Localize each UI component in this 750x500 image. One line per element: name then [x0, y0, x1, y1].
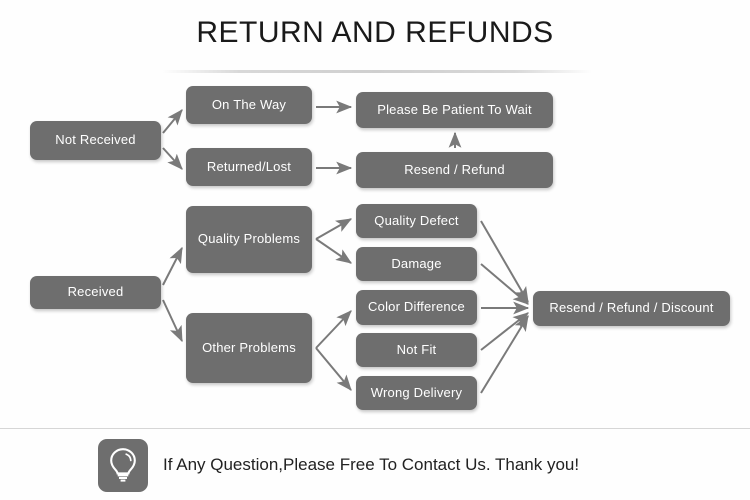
edge-not-received-to-returned-lost — [162, 147, 183, 170]
title-divider — [162, 70, 592, 73]
edge-not-fit-to-final — [480, 312, 529, 351]
node-resend-refund[interactable]: Resend / Refund — [356, 152, 553, 188]
node-quality-problems[interactable]: Quality Problems — [186, 206, 312, 273]
footer-message: If Any Question,Please Free To Contact U… — [163, 455, 580, 474]
lightbulb-icon — [98, 438, 148, 492]
node-received[interactable]: Received — [30, 276, 161, 309]
edge-other-problems-to-wrong-delivery — [315, 347, 352, 391]
node-returned-lost[interactable]: Returned/Lost — [186, 148, 312, 186]
node-wrong-delivery[interactable]: Wrong Delivery — [356, 376, 477, 410]
node-please-be-patient-to-wait[interactable]: Please Be Patient To Wait — [356, 92, 553, 128]
edge-quality-problems-to-quality-defect — [315, 218, 353, 240]
node-resend-refund-discount[interactable]: Resend / Refund / Discount — [533, 291, 730, 326]
node-color-difference[interactable]: Color Difference — [356, 290, 477, 325]
edge-wrong-delivery-to-final — [480, 314, 529, 394]
page-title: RETURN AND REFUNDS — [196, 16, 554, 49]
node-damage[interactable]: Damage — [356, 247, 477, 281]
node-not-received[interactable]: Not Received — [30, 121, 161, 160]
node-on-the-way[interactable]: On The Way — [186, 86, 312, 124]
edge-not-received-to-on-the-way — [162, 109, 183, 134]
edge-quality-defect-to-final — [480, 220, 529, 304]
footer: If Any Question,Please Free To Contact U… — [98, 437, 698, 493]
edge-damage-to-final — [480, 263, 529, 305]
edge-quality-problems-to-damage — [315, 238, 352, 264]
edge-other-problems-to-color-difference — [315, 310, 352, 349]
footer-divider — [0, 428, 750, 429]
node-other-problems[interactable]: Other Problems — [186, 313, 312, 383]
node-not-fit[interactable]: Not Fit — [356, 333, 477, 367]
edge-received-to-quality-problems — [162, 246, 183, 286]
node-quality-defect[interactable]: Quality Defect — [356, 204, 477, 238]
edge-received-to-other-problems — [162, 299, 183, 343]
